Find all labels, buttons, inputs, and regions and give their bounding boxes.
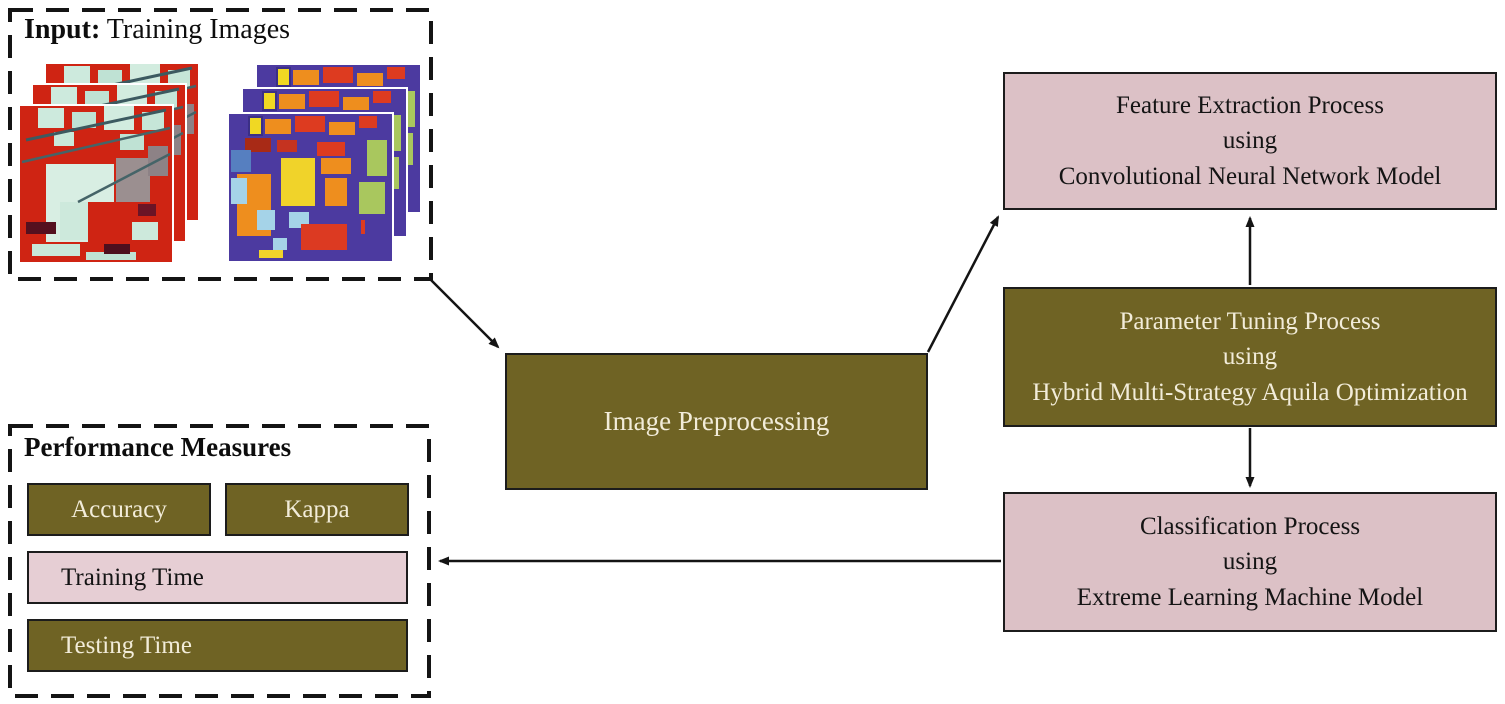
feature-extraction-line3: Convolutional Neural Network Model [1058,162,1442,190]
feature-extraction-node: Feature Extraction Process using Convolu… [1003,72,1497,210]
performance-measures-title: Performance Measures [24,432,292,462]
parameter-tuning-node: Parameter Tuning Process using Hybrid Mu… [1003,287,1497,427]
input-label-rest: Training Images [100,14,291,45]
input-box-title: Input: Training Images [24,14,290,46]
image-preprocessing-label: Image Preprocessing [603,406,830,437]
hyperspectral-layer-front [18,104,174,264]
classification-node: Classification Process using Extreme Lea… [1003,492,1497,632]
parameter-tuning-line1: Parameter Tuning Process [1119,307,1381,335]
parameter-tuning-line3: Hybrid Multi-Strategy Aquila Optimizatio… [1032,378,1468,406]
input-label-bold: Input: [24,14,101,45]
image-preprocessing-node: Image Preprocessing [505,353,928,490]
measure-training-time: Training Time [27,551,408,604]
parameter-tuning-line2: using [1222,343,1278,371]
feature-extraction-line1: Feature Extraction Process [1116,91,1384,119]
measure-accuracy-label: Accuracy [71,495,167,523]
classification-line1: Classification Process [1139,512,1361,540]
hyperspectral-image-stack [18,62,218,264]
ground-truth-layer-front [227,112,394,263]
measure-accuracy: Accuracy [27,483,211,536]
arrow-input-to-preprocess [430,279,500,349]
arrow-preprocess-to-feature [926,215,1000,353]
feature-extraction-line2: using [1222,127,1278,155]
measure-kappa-label: Kappa [284,495,350,523]
measure-testing-time: Testing Time [27,619,408,672]
measure-testing-time-label: Testing Time [61,631,192,659]
classification-line3: Extreme Learning Machine Model [1076,583,1424,611]
measure-kappa: Kappa [225,483,409,536]
measure-training-time-label: Training Time [61,563,204,591]
ground-truth-map-stack [227,63,422,263]
classification-line2: using [1222,548,1278,576]
